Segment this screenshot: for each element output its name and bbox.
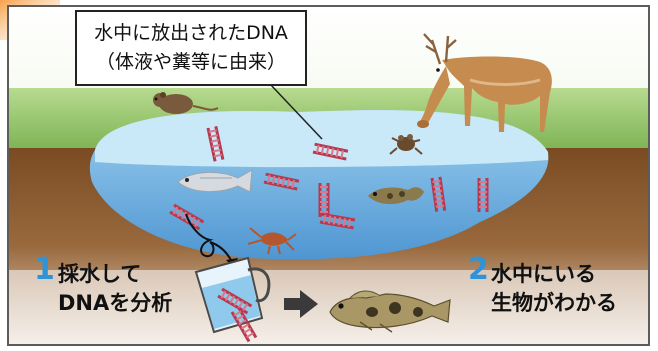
step-1-line-2: DNAを分析 — [58, 289, 172, 317]
step-2-line-2: 生物がわかる — [491, 289, 617, 317]
step-1-number: 1 — [34, 252, 55, 287]
callout-line-1: 水中に放出されたDNA — [77, 19, 305, 48]
callout-line-2: （体液や糞等に由来） — [77, 48, 305, 77]
callout-box: 水中に放出されたDNA （体液や糞等に由来） — [75, 10, 307, 86]
step-2-line-1: 水中にいる — [491, 260, 596, 288]
step-2-number: 2 — [468, 252, 489, 287]
step-1-line-1: 採水して — [58, 260, 141, 288]
